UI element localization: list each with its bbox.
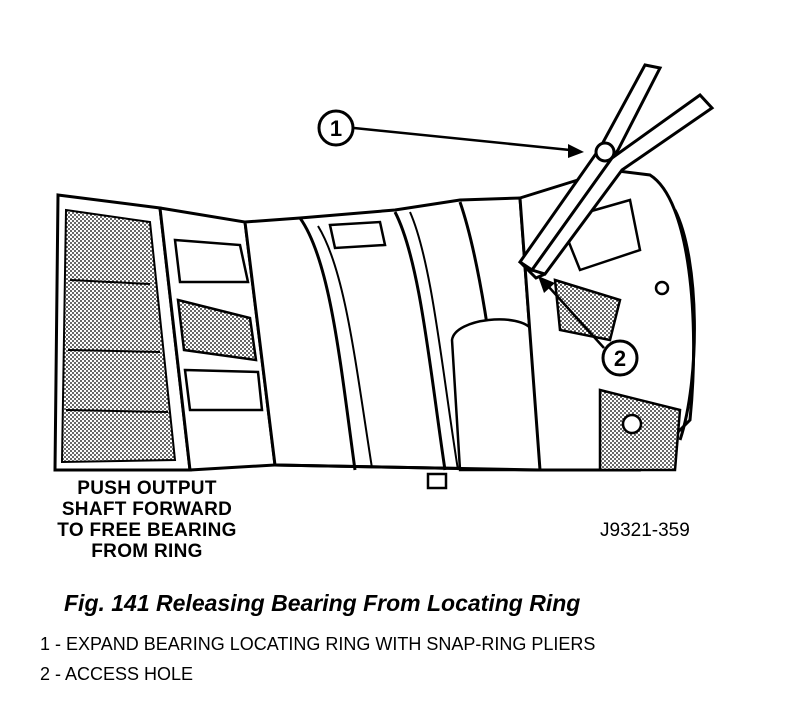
figure-caption: Fig. 141 Releasing Bearing From Locating… (64, 590, 581, 616)
instruction-line: PUSH OUTPUT (77, 478, 217, 499)
callout-2-number: 2 (614, 346, 626, 371)
callout-2: 2 (538, 276, 639, 377)
legend-item-2: 2 - ACCESS HOLE (40, 664, 194, 684)
transmission-illustration: 1 2 (53, 63, 715, 490)
figure-code: J9321-359 (600, 520, 690, 541)
rear-housing (518, 168, 696, 472)
snap-ring-pliers (517, 63, 715, 280)
instruction-label: PUSH OUTPUT SHAFT FORWARD TO FREE BEARIN… (22, 478, 272, 562)
legend: 1 - EXPAND BEARING LOCATING RING WITH SN… (40, 632, 740, 692)
callout-1-number: 1 (330, 116, 342, 141)
instruction-line: FROM RING (91, 541, 203, 562)
transmission-case (243, 196, 542, 490)
instruction-line: TO FREE BEARING (57, 520, 237, 541)
instruction-line: SHAFT FORWARD (61, 499, 233, 520)
front-housing (53, 193, 277, 472)
legend-item-1: 1 - EXPAND BEARING LOCATING RING WITH SN… (40, 634, 596, 654)
callout-1: 1 (317, 109, 584, 158)
